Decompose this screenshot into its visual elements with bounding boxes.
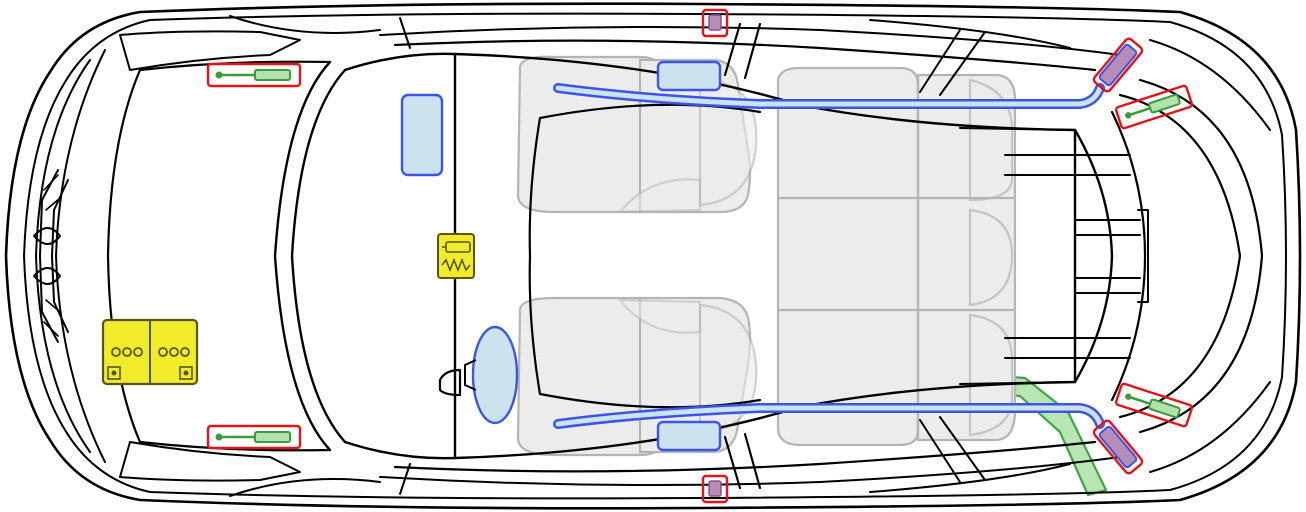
curtain-airbags [553,83,1105,429]
front-hood-gas-strut-right [206,424,302,450]
front-hood-gas-strut-left [206,62,302,88]
12v-battery [101,318,199,386]
b-pillar-belt-pretensioner-right [701,474,729,504]
rear-tailgate-gas-strut-right [1114,382,1194,428]
passenger-airbag [400,93,444,177]
curtain-airbag-inflator-left [1092,37,1144,93]
side-airbag-left [656,60,722,92]
rear-tailgate-gas-strut-left [1114,84,1194,130]
driver-airbag [464,325,519,425]
seats [516,55,1017,457]
airbag-control-unit [437,233,475,279]
b-pillar-belt-pretensioner-left [701,8,729,38]
curtain-airbag-inflator-right [1092,419,1144,475]
side-airbag-right [656,420,722,452]
car-body-outline [4,2,1302,510]
rear-bench [776,66,1017,447]
